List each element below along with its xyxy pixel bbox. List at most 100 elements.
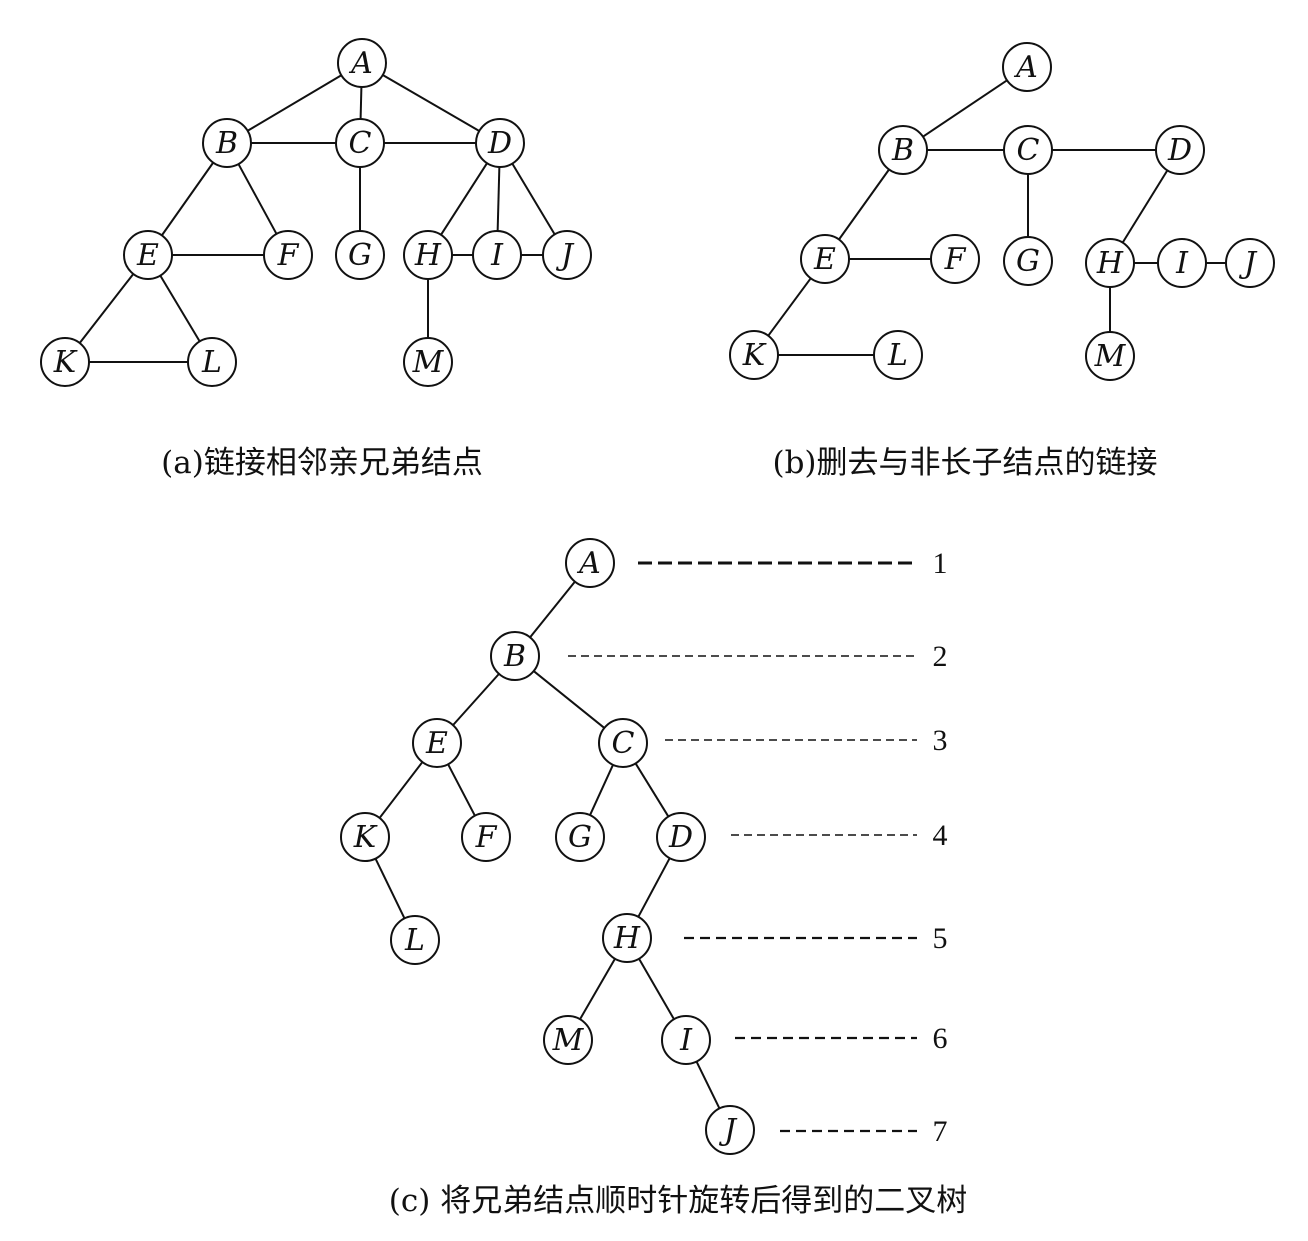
node-b: B xyxy=(202,118,252,168)
node-h: H xyxy=(602,913,652,963)
node-circle xyxy=(1155,125,1205,175)
node-circle xyxy=(490,631,540,681)
edge-h-i xyxy=(638,958,675,1020)
node-label: F xyxy=(475,820,498,855)
level-number-6: 6 xyxy=(933,1022,948,1055)
edge-a-b xyxy=(922,79,1008,138)
node-circle xyxy=(661,1015,711,1065)
node-l: L xyxy=(187,337,237,387)
node-circle xyxy=(656,812,706,862)
node-label: I xyxy=(679,1023,693,1058)
node-circle xyxy=(1003,125,1053,175)
node-label: D xyxy=(487,126,512,161)
node-circle xyxy=(475,118,525,168)
node-circle xyxy=(542,230,592,280)
node-a: A xyxy=(337,38,387,88)
node-label: H xyxy=(1096,246,1124,281)
node-circle xyxy=(461,812,511,862)
node-label: K xyxy=(53,345,78,380)
level-number-1: 1 xyxy=(933,547,948,580)
node-circle xyxy=(403,230,453,280)
caption-b: (b)删去与非长子结点的链接 xyxy=(772,445,1157,481)
level-number-7: 7 xyxy=(933,1115,948,1148)
edge-b-c xyxy=(533,670,605,729)
edge-d-i xyxy=(496,166,501,232)
node-circle xyxy=(403,337,453,387)
edge-b-e xyxy=(161,162,214,236)
node-l: L xyxy=(873,330,923,380)
node-circle xyxy=(340,812,390,862)
node-m: M xyxy=(543,1015,593,1065)
node-f: F xyxy=(263,230,313,280)
edge-c-d xyxy=(634,762,670,818)
edge-b-e xyxy=(838,168,890,241)
node-label: G xyxy=(348,238,372,273)
node-i: I xyxy=(1157,238,1207,288)
node-a: A xyxy=(1002,42,1052,92)
node-label: C xyxy=(349,126,372,161)
node-label: L xyxy=(404,923,425,958)
node-label: A xyxy=(576,546,601,581)
node-circle xyxy=(705,1105,755,1155)
node-label: E xyxy=(813,242,836,277)
node-circle xyxy=(598,718,648,768)
node-h: H xyxy=(1085,238,1135,288)
edge-a-d xyxy=(382,74,480,132)
node-label: K xyxy=(742,338,767,373)
node-c: C xyxy=(1003,125,1053,175)
edge-e-k xyxy=(378,761,424,819)
level-number-5: 5 xyxy=(933,922,948,955)
node-circle xyxy=(878,125,928,175)
node-k: K xyxy=(40,337,90,387)
node-circle xyxy=(263,230,313,280)
node-circle xyxy=(1002,42,1052,92)
node-g: G xyxy=(1003,236,1053,286)
node-label: A xyxy=(348,46,373,81)
node-circle xyxy=(390,915,440,965)
node-circle xyxy=(729,330,779,380)
node-a: A xyxy=(565,538,615,588)
node-label: I xyxy=(1175,246,1189,281)
node-circle xyxy=(40,337,90,387)
node-e: E xyxy=(123,230,173,280)
node-label: D xyxy=(668,820,693,855)
node-l: L xyxy=(390,915,440,965)
node-d: D xyxy=(1155,125,1205,175)
node-c: C xyxy=(598,718,648,768)
edge-e-k xyxy=(767,277,812,337)
node-b: B xyxy=(878,125,928,175)
node-label: C xyxy=(1017,133,1040,168)
node-m: M xyxy=(403,337,453,387)
edge-e-f xyxy=(447,763,476,817)
node-d: D xyxy=(656,812,706,862)
node-circle xyxy=(543,1015,593,1065)
edge-h-m xyxy=(579,958,616,1020)
node-label: G xyxy=(1016,244,1040,279)
node-circle xyxy=(123,230,173,280)
edge-b-f xyxy=(237,163,278,235)
node-j: J xyxy=(1225,238,1275,288)
level-number-2: 2 xyxy=(933,640,948,673)
level-number-3: 3 xyxy=(933,724,948,757)
node-label: B xyxy=(503,639,526,674)
node-circle xyxy=(202,118,252,168)
node-g: G xyxy=(335,230,385,280)
node-g: G xyxy=(555,812,605,862)
node-label: I xyxy=(490,238,504,273)
node-label: F xyxy=(944,242,967,277)
node-label: F xyxy=(277,238,300,273)
node-f: F xyxy=(461,812,511,862)
node-label: G xyxy=(568,820,592,855)
node-circle xyxy=(187,337,237,387)
node-e: E xyxy=(412,718,462,768)
edge-d-h xyxy=(1121,169,1169,244)
node-k: K xyxy=(340,812,390,862)
level-number-4: 4 xyxy=(933,819,948,852)
node-f: F xyxy=(930,234,980,284)
edge-a-b xyxy=(529,581,576,638)
edge-b-e xyxy=(452,673,500,726)
edge-k-l xyxy=(374,858,406,919)
node-circle xyxy=(472,230,522,280)
node-circle xyxy=(930,234,980,284)
